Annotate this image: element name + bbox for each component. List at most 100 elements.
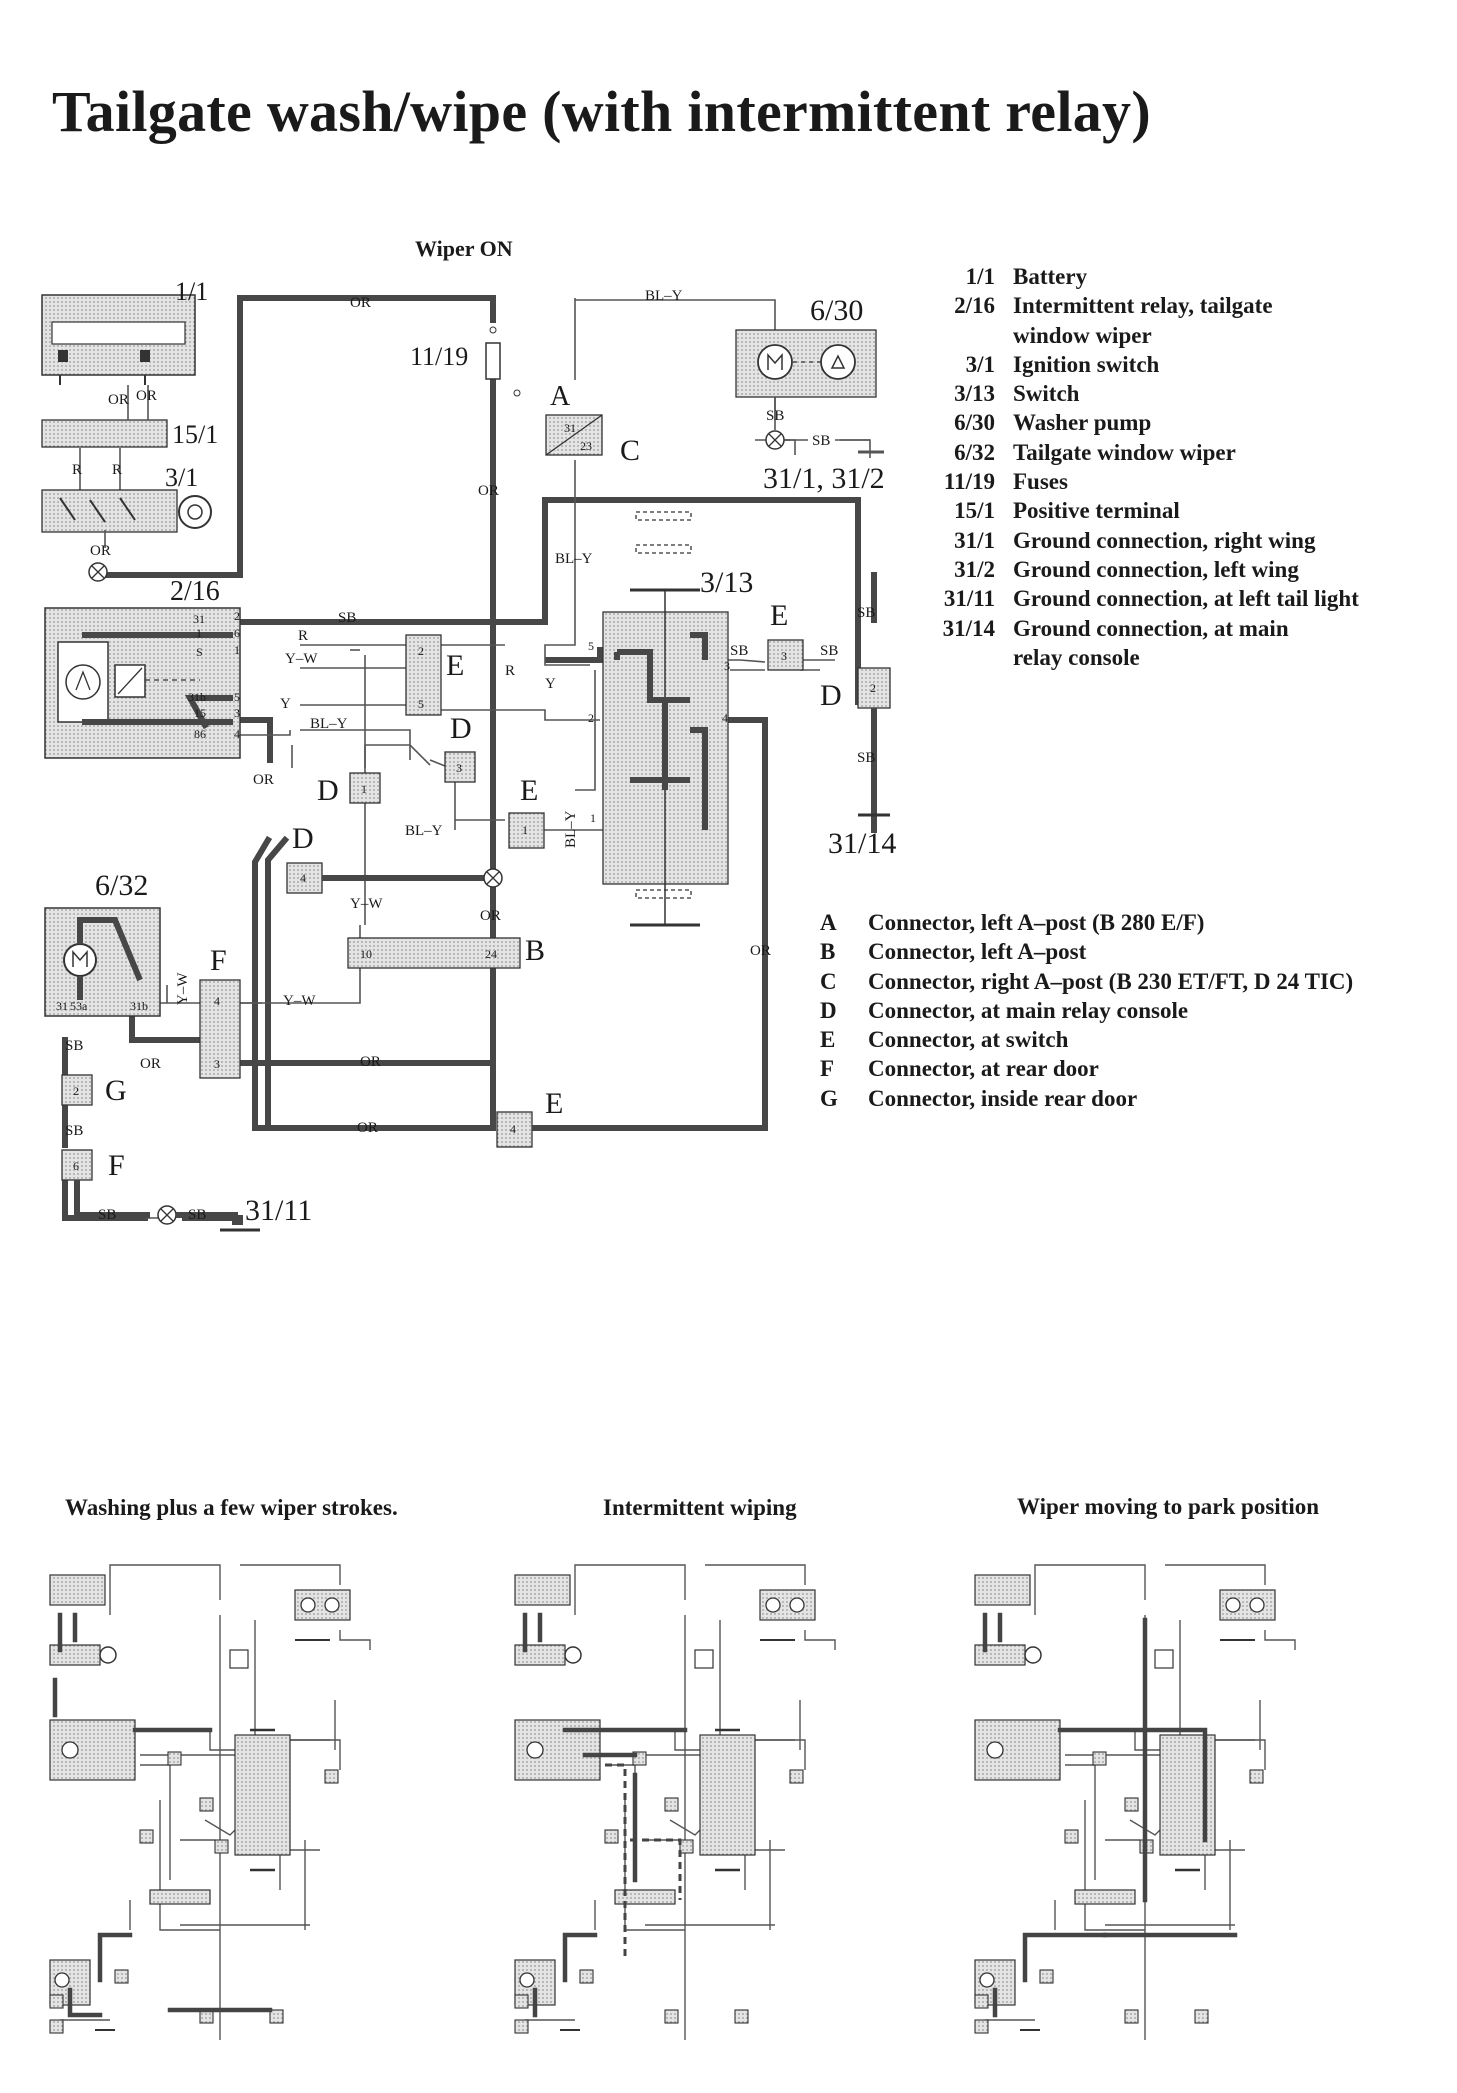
mini-connector-b [1074,1889,1136,1905]
connector-e-1 [508,812,545,849]
mini-connector [734,2009,749,2024]
positive-terminal-id: 15/1 [172,420,218,449]
mini-active-wire [67,1987,103,2018]
mini-pump-motor [300,1597,316,1613]
svg-text:24: 24 [485,947,497,961]
legend-code: 15/1 [954,498,995,524]
legend-code: 31/1 [954,527,995,553]
mini-connector [974,1994,989,2009]
legend-description: Connector, right A–post (B 230 ET/FT, D … [868,968,1354,994]
legend-code: 1/1 [965,264,995,289]
mini-connector [679,1839,694,1854]
svg-text:1: 1 [522,823,528,837]
connector-d-2 [857,667,891,709]
legend-description: relay console [1013,644,1140,670]
svg-text:3: 3 [234,706,240,720]
positive-terminal [41,419,168,448]
mini-connector [324,1769,339,1784]
svg-text:OR: OR [360,1054,381,1070]
svg-text:3: 3 [724,659,730,673]
svg-text:G: G [105,1074,127,1107]
svg-text:BL–Y: BL–Y [555,551,593,567]
svg-text:OR: OR [108,392,129,408]
legend-description: Battery [1013,264,1088,289]
mini-connector [214,1839,229,1854]
mini-relay-timer [526,1741,544,1759]
legend-description: window wiper [1013,322,1152,348]
legend-code: E [820,1027,836,1053]
relay-id: 2/16 [170,576,220,607]
mini-pump-symbol [324,1597,340,1613]
legend-code: 31/14 [942,615,995,641]
legend-code: 31/2 [954,556,995,582]
legend-description: Switch [1013,381,1080,407]
mini-relay [974,1719,1061,1781]
legend-code: 11/19 [943,469,995,495]
mini-title-washing: Washing plus a few wiper strokes. [65,1495,398,1520]
svg-text:SB: SB [857,605,875,621]
svg-text:5: 5 [418,697,424,711]
legend-code: C [820,968,837,994]
svg-text:F: F [210,944,227,977]
svg-text:6: 6 [234,626,240,640]
mini-title-intermittent: Intermittent wiping [603,1495,797,1520]
svg-text:Y–W: Y–W [285,651,318,667]
legend-description: Fuses [1013,469,1068,495]
svg-text:3: 3 [456,761,462,775]
legend-description: Connector, inside rear door [868,1085,1138,1111]
svg-text:R: R [298,628,308,644]
svg-text:3: 3 [214,1057,220,1071]
mini-connector-a [1154,1649,1174,1669]
svg-text:D: D [820,679,842,712]
mini-ignition-switch [49,1644,101,1666]
legend-code: 3/1 [965,351,995,377]
mini-connector [139,1829,154,1844]
ground-31-14-id: 31/14 [828,827,896,860]
svg-text:3: 3 [781,649,787,663]
legend-code: 6/30 [954,410,995,436]
mini-wire [1264,1630,1296,1650]
mini-diagram-washing [49,1564,371,2040]
mini-connector [514,2019,529,2034]
mini-connector [1039,1969,1054,1984]
mini-active-wire [1022,1932,1108,1983]
mini-connector [604,1829,619,1844]
legend-item: C Connector, right A–post (B 230 ET/FT, D… [820,969,1440,998]
mini-connector [664,1797,679,1812]
legend-item: 11/19 Fuses [925,469,1445,498]
svg-text:OR: OR [140,1056,161,1072]
legend-description: Ignition switch [1013,351,1160,377]
svg-text:BL–Y: BL–Y [405,823,443,839]
mini-connector [199,1797,214,1812]
svg-text:OR: OR [136,388,157,404]
svg-text:1: 1 [590,811,596,825]
mini-pump-motor [765,1597,781,1613]
svg-text:OR: OR [350,295,371,311]
ground-31-1-2-id: 31/1, 31/2 [763,462,885,495]
mini-wire [1065,1764,1096,1840]
legend-description: Ground connection, left wing [1013,556,1299,582]
mini-connector [49,2019,64,2034]
svg-text:23: 23 [580,439,592,453]
svg-text:2: 2 [870,681,876,695]
connector-a-label: A [550,381,571,412]
wiper-switch [602,511,729,927]
svg-text:2: 2 [234,609,240,623]
svg-text:SB: SB [188,1207,206,1223]
mini-wire [140,1729,250,1751]
svg-text:10: 10 [360,947,372,961]
svg-text:31: 31 [564,421,576,435]
svg-text:R: R [112,462,122,478]
mini-ignition-lock [1024,1646,1042,1664]
svg-text:1: 1 [234,643,240,657]
mini-title-park: Wiper moving to park position [1017,1494,1320,1519]
svg-text:R: R [72,462,82,478]
legend-description: Connector, at main relay console [868,997,1189,1023]
svg-text:S: S [196,645,203,659]
svg-text:Y: Y [280,696,291,712]
mini-diagram-park [974,1564,1296,2040]
